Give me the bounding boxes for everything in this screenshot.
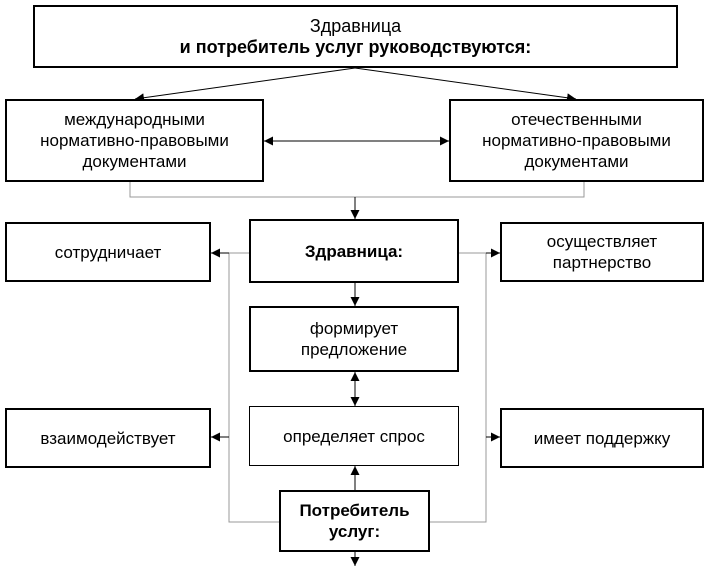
cooperates-box: сотрудничает [5, 222, 211, 282]
domestic-line-3: документами [524, 152, 629, 171]
domestic-line-1: отечественными [511, 110, 642, 129]
bracket-documents [129, 181, 585, 198]
consumer-box: Потребитель услуг: [279, 490, 430, 552]
interacts-box: взаимодействует [5, 408, 211, 468]
support-box: имеет поддержку [500, 408, 704, 468]
international-line-2: нормативно-правовыми [40, 131, 229, 150]
international-documents-box: международными нормативно-правовыми доку… [5, 99, 264, 182]
determines-demand-box: определяет спрос [249, 406, 459, 466]
domestic-documents-box: отечественными нормативно-правовыми доку… [449, 99, 704, 182]
international-line-1: международными [64, 110, 205, 129]
top-line-2: и потребитель услуг руководствуются: [179, 36, 532, 57]
partnership-line-2: партнерство [552, 253, 652, 272]
top-box: Здравница и потребитель услуг руководств… [33, 5, 678, 68]
domestic-line-2: нормативно-правовыми [482, 131, 671, 150]
interacts-label: взаимодействует [40, 428, 176, 448]
consumer-line-2: услуг: [328, 522, 381, 541]
partnership-box: осуществляет партнерство [500, 222, 704, 282]
resort-box: Здравница: [249, 219, 459, 283]
bracket-right [430, 252, 487, 523]
forms-line-1: формирует [309, 319, 399, 338]
resort-label: Здравница: [304, 241, 404, 261]
top-line-1: Здравница [309, 15, 402, 36]
support-label: имеет поддержку [533, 428, 671, 448]
forms-line-2: предложение [300, 340, 408, 359]
international-line-3: документами [82, 152, 187, 171]
partnership-line-1: осуществляет [546, 232, 658, 251]
cooperates-label: сотрудничает [54, 242, 162, 262]
arrow-top-to-international [134, 67, 356, 103]
arrow-top-to-domestic [354, 67, 577, 103]
bracket-left [228, 252, 279, 523]
forms-offer-box: формирует предложение [249, 306, 459, 372]
consumer-line-1: Потребитель [299, 501, 410, 520]
determines-label: определяет спрос [283, 426, 425, 446]
